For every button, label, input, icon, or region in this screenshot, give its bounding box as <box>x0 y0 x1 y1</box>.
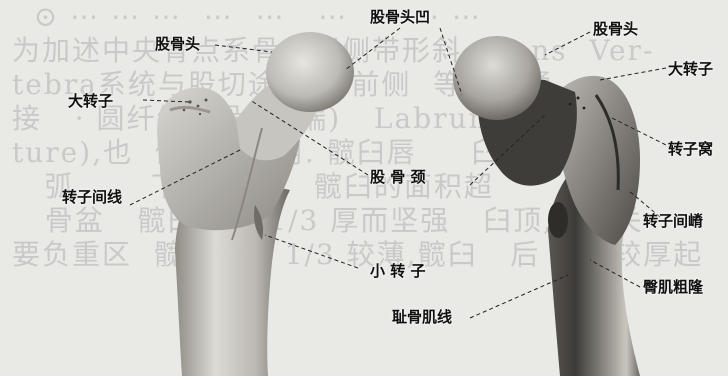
label-intertrochanteric-line: 转子间线 <box>62 188 122 206</box>
label-femoral-neck: 股 骨 颈 <box>370 168 425 186</box>
right-femur-posterior <box>453 36 640 376</box>
label-trochanteric-fossa: 转子窝 <box>668 140 713 158</box>
label-greater-trochanter-left: 大转子 <box>68 92 113 110</box>
right-femoral-head <box>453 36 541 120</box>
label-femoral-head-fovea: 股骨头凹 <box>370 8 430 26</box>
label-lesser-trochanter: 小 转 子 <box>370 262 425 280</box>
label-femoral-head-right: 股骨头 <box>593 20 638 38</box>
label-gluteal-tuberosity: 臀肌粗隆 <box>643 278 703 296</box>
left-femoral-head <box>266 32 354 112</box>
label-pectineal-line: 耻骨肌线 <box>392 308 452 326</box>
label-femoral-head-left: 股骨头 <box>155 35 200 53</box>
label-intertrochanteric-crest: 转子间嵴 <box>643 212 703 230</box>
label-greater-trochanter-right: 大转子 <box>668 60 713 78</box>
left-femur-anterior <box>157 32 354 376</box>
